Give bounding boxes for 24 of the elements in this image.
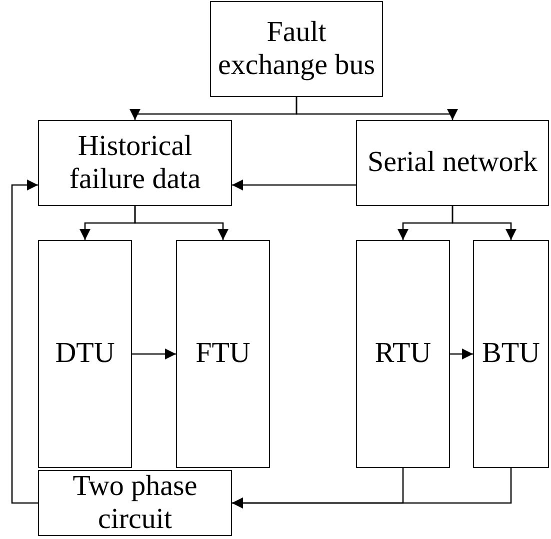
arrow	[452, 206, 516, 240]
process-box	[38, 240, 132, 468]
node-label: DTU	[55, 337, 115, 371]
arrow	[132, 348, 176, 360]
process-box	[38, 120, 232, 206]
node-label: Two phase circuit	[72, 470, 198, 536]
arrow	[232, 468, 512, 508]
arrow	[11, 180, 38, 504]
arrow	[296, 97, 458, 120]
node-label: FTU	[196, 337, 250, 371]
arrow	[450, 348, 473, 360]
process-box	[356, 120, 549, 206]
process-box	[176, 240, 270, 468]
node-label: Serial network	[368, 146, 538, 180]
process-box	[356, 240, 450, 468]
arrow	[232, 180, 356, 190]
node-label: Historical failure data	[68, 130, 202, 196]
node-label: BTU	[482, 337, 540, 371]
process-box	[210, 1, 383, 97]
process-box	[473, 240, 549, 468]
node-label: Fault exchange bus	[216, 16, 376, 82]
process-box	[38, 470, 232, 536]
arrow	[134, 206, 228, 240]
node-label: RTU	[374, 337, 432, 371]
